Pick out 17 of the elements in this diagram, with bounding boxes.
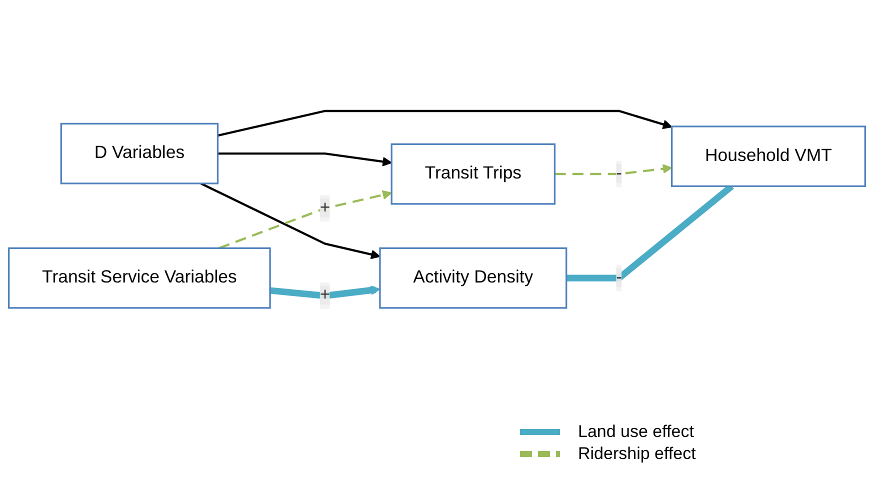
arrow [218, 190, 392, 250]
arrow [200, 182, 380, 260]
legend-label: Land use effect [578, 422, 694, 442]
node-box: Transit Trips [390, 143, 556, 205]
edge-label: - [616, 164, 622, 183]
node-box: Activity Density [379, 247, 568, 309]
legend-label: Ridership effect [578, 444, 696, 464]
arrow [217, 110, 672, 137]
edge-label: + [320, 198, 330, 218]
arrow [218, 152, 392, 166]
arrow [554, 164, 672, 176]
arrow [270, 285, 380, 300]
node-box: D Variables [60, 122, 219, 184]
edge-label: - [616, 268, 622, 287]
node-box: Transit Service Variables [8, 247, 271, 309]
node-box: Household VMT [671, 126, 866, 188]
edge-label: + [320, 286, 330, 305]
